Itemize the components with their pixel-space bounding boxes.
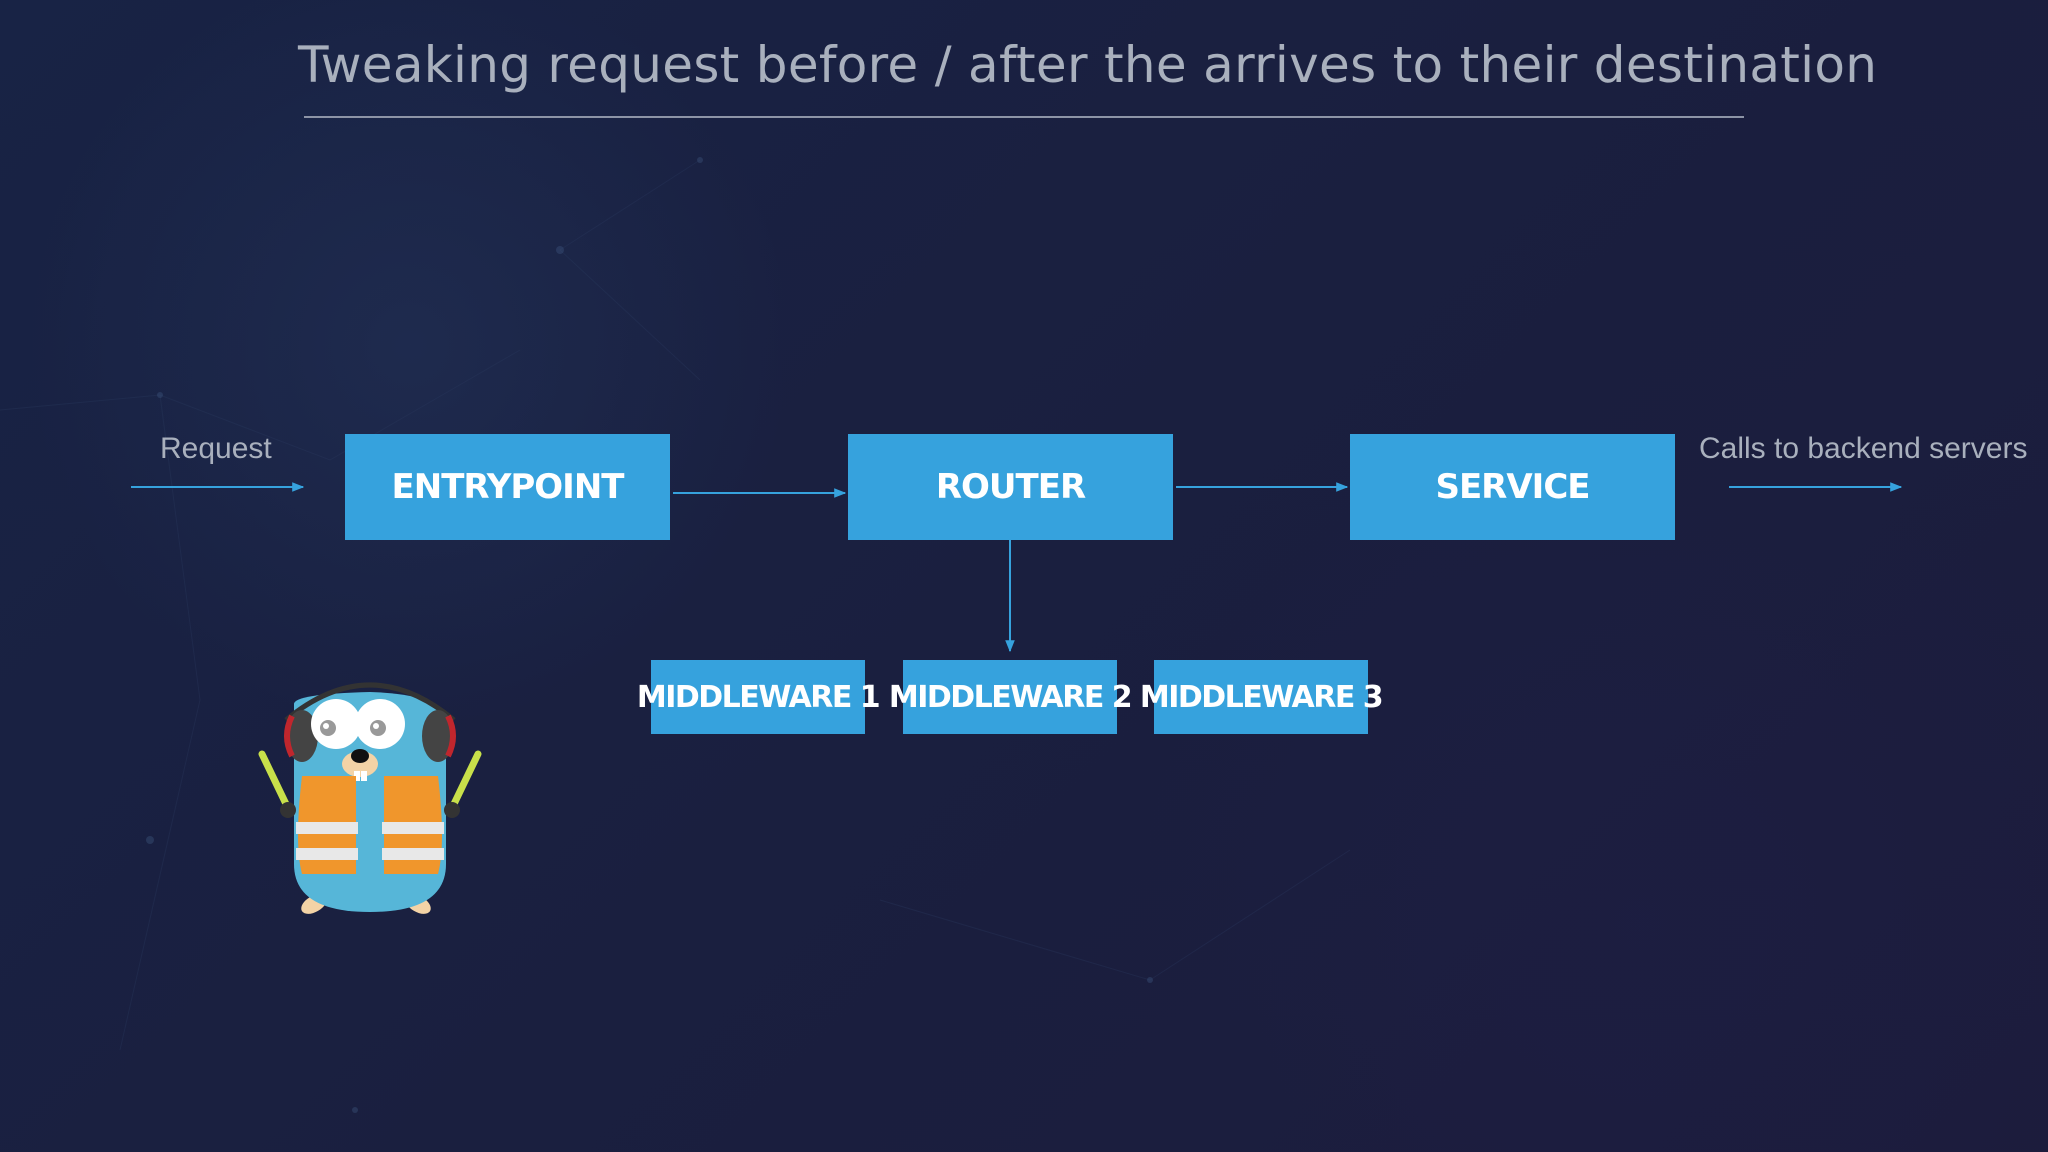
request-label: Request — [160, 432, 272, 465]
slide-title: Tweaking request before / after the arri… — [298, 36, 1878, 94]
middleware-3-box: MIDDLEWARE 3 — [1140, 660, 1384, 734]
gopher-mascot-illustration — [258, 682, 482, 914]
backend-calls-label: Calls to backend servers — [1699, 432, 2028, 465]
title-underline — [304, 116, 1744, 118]
router-box: ROUTER — [848, 434, 1173, 540]
middleware-2-box: MIDDLEWARE 2 — [889, 660, 1133, 734]
service-box: SERVICE — [1350, 434, 1675, 540]
middleware-1-box: MIDDLEWARE 1 — [637, 660, 881, 734]
entrypoint-box: ENTRYPOINT — [345, 434, 670, 540]
